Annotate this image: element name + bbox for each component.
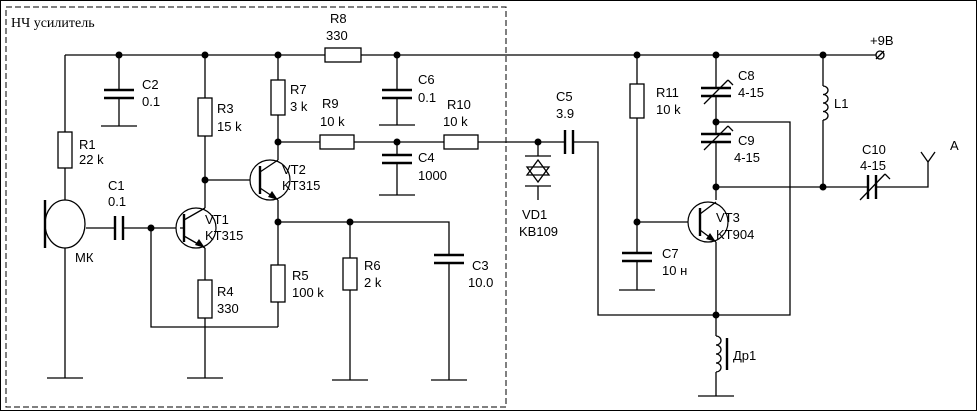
transistor-vt2 — [249, 159, 291, 201]
trimmer-capacitor-c8 — [701, 79, 734, 105]
r5-label: R5 — [292, 268, 309, 283]
r11-value: 10 k — [656, 102, 681, 117]
capacitor-c4 — [382, 153, 412, 165]
c5-label: C5 — [556, 89, 573, 104]
varicap-diode-vd1 — [525, 155, 551, 187]
resistor-r8 — [324, 47, 362, 63]
c2-value: 0.1 — [142, 94, 160, 109]
vd1-value: KB109 — [519, 224, 558, 239]
resistor-r1 — [57, 131, 73, 169]
l1-label: L1 — [834, 96, 848, 111]
c8-label: C8 — [738, 68, 755, 83]
r8-value: 330 — [326, 28, 348, 43]
c3-value: 10.0 — [468, 275, 493, 290]
supply-label: +9В — [870, 33, 894, 48]
resistor-r5 — [270, 264, 286, 303]
vt3-value: KT904 — [716, 227, 754, 242]
c1-label: C1 — [108, 178, 125, 193]
r9-value: 10 k — [320, 114, 345, 129]
resistor-r4 — [197, 279, 213, 319]
vd1-label: VD1 — [522, 207, 547, 222]
c8-value: 4-15 — [738, 85, 764, 100]
c10-value: 4-15 — [860, 158, 886, 173]
block-title: НЧ усилитель — [11, 16, 95, 31]
transistor-vt1 — [175, 207, 217, 249]
r10-value: 10 k — [443, 114, 468, 129]
r1-label: R1 — [79, 137, 96, 152]
c9-value: 4-15 — [734, 150, 760, 165]
c1-value: 0.1 — [108, 194, 126, 209]
r1-value: 22 k — [79, 152, 104, 167]
amplifier-block-outline — [5, 6, 507, 408]
wires — [47, 50, 936, 397]
capacitor-c1 — [113, 216, 125, 240]
trimmer-capacitor-c10 — [859, 173, 891, 201]
r8-label: R8 — [330, 11, 347, 26]
transistor-vt3 — [687, 201, 729, 243]
c9-label: C9 — [738, 133, 755, 148]
vt2-label: VT2 — [282, 162, 306, 177]
r9-label: R9 — [322, 96, 339, 111]
inductor-l1 — [822, 85, 829, 121]
c6-label: C6 — [418, 72, 435, 87]
c5-value: 3.9 — [556, 106, 574, 121]
c3-label: C3 — [472, 258, 489, 273]
mk-label: МК — [75, 250, 94, 265]
c6-value: 0.1 — [418, 90, 436, 105]
r4-value: 330 — [217, 301, 239, 316]
capacitor-c2 — [104, 88, 134, 100]
resistor-r11 — [629, 83, 645, 119]
c7-label: C7 — [662, 246, 679, 261]
r7-value: 3 k — [290, 99, 308, 114]
resistor-r3 — [197, 97, 213, 137]
r6-value: 2 k — [364, 275, 382, 290]
vt1-label: VT1 — [205, 212, 229, 227]
capacitor-c3 — [434, 253, 464, 265]
r6-label: R6 — [364, 258, 381, 273]
vt2-value: KT315 — [282, 178, 320, 193]
c4-label: C4 — [418, 150, 435, 165]
r4-label: R4 — [217, 284, 234, 299]
c4-value: 1000 — [418, 168, 447, 183]
dr1-label: Др1 — [733, 348, 756, 363]
microphone-mk — [43, 199, 86, 249]
r10-label: R10 — [447, 97, 471, 112]
c7-value: 10 н — [662, 263, 687, 278]
choke-dr1 — [715, 335, 729, 373]
resistor-r9 — [319, 134, 355, 150]
trimmer-capacitor-c9 — [701, 125, 734, 151]
resistor-r7 — [270, 79, 286, 116]
c2-label: C2 — [142, 77, 159, 92]
r5-value: 100 k — [292, 285, 324, 300]
capacitor-c5 — [563, 130, 575, 154]
r7-label: R7 — [290, 82, 307, 97]
capacitor-c6 — [382, 88, 412, 100]
r11-label: R11 — [656, 85, 679, 100]
vt1-value: KT315 — [205, 228, 243, 243]
capacitor-c7 — [622, 251, 652, 263]
antenna-label: A — [950, 138, 959, 153]
r3-value: 15 k — [217, 119, 242, 134]
resistor-r10 — [443, 134, 479, 150]
vt3-label: VT3 — [716, 210, 740, 225]
c10-label: C10 — [862, 142, 886, 157]
junction-dots — [115, 51, 827, 319]
resistor-r6 — [342, 257, 358, 291]
r3-label: R3 — [217, 101, 234, 116]
